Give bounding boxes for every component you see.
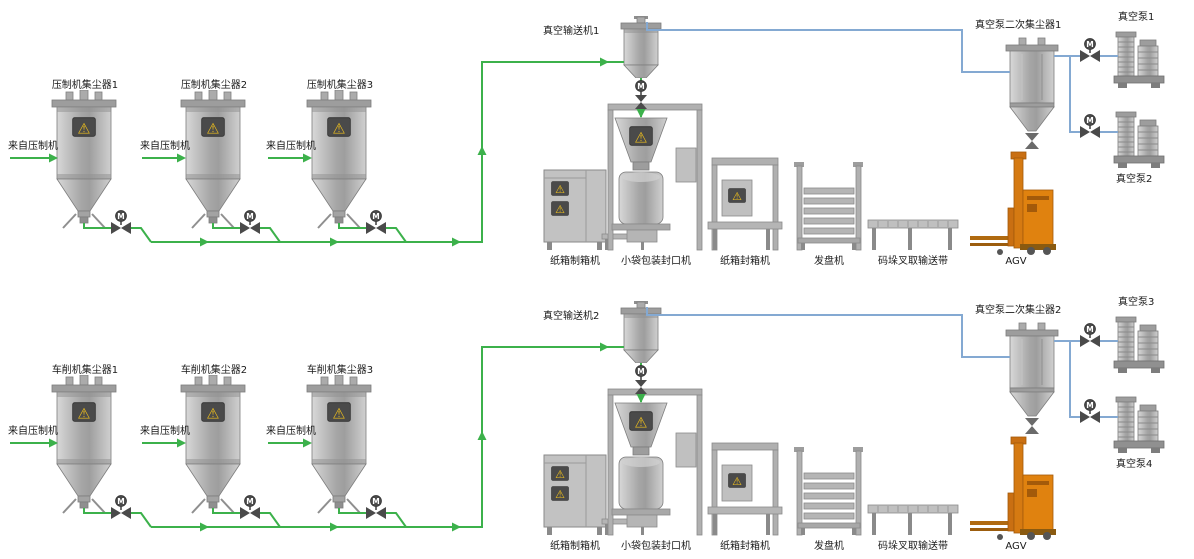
row2-equipment1-label: 纸箱制箱机 <box>550 541 600 552</box>
row2-equipment6-label: AGV <box>1005 541 1027 552</box>
row2-collector2-label: 车削机集尘器2 <box>180 365 248 376</box>
press-line-graphics <box>10 16 1164 255</box>
lathe-line-graphics <box>10 301 1164 540</box>
row2-feed3-label: 来自压制机 <box>266 426 316 437</box>
row1-equipment4-label: 发盘机 <box>814 256 844 267</box>
row2-equipment5-label: 码垛叉取输送带 <box>878 541 948 552</box>
row1-equipment2-label: 小袋包装封口机 <box>621 256 691 267</box>
row1-equipment3-label: 纸箱封箱机 <box>720 256 770 267</box>
row1-pump-top-label: 真空泵1 <box>1118 12 1155 23</box>
row2-feed2-label: 来自压制机 <box>140 426 190 437</box>
row2-vacuum-conveyor-label: 真空输送机2 <box>543 311 600 322</box>
row2-equipment2-label: 小袋包装封口机 <box>621 541 691 552</box>
row2-collector1-label: 车削机集尘器1 <box>51 365 119 376</box>
row1-equipment6-label: AGV <box>1005 256 1027 267</box>
row1-pump-bottom-label: 真空泵2 <box>1116 174 1153 185</box>
row1-secondary-collector-label: 真空泵二次集尘器1 <box>975 20 1062 31</box>
row2-equipment4-label: 发盘机 <box>814 541 844 552</box>
row1-vacuum-conveyor-label: 真空输送机1 <box>543 26 600 37</box>
row1-equipment5-label: 码垛叉取输送带 <box>878 256 948 267</box>
row1-collector2-label: 压制机集尘器2 <box>180 80 248 91</box>
row1-collector1-label: 压制机集尘器1 <box>51 80 119 91</box>
row2-equipment3-label: 纸箱封箱机 <box>720 541 770 552</box>
row1-feed3-label: 来自压制机 <box>266 141 316 152</box>
row2-feed1-label: 来自压制机 <box>8 426 58 437</box>
row1-equipment1-label: 纸箱制箱机 <box>550 256 600 267</box>
row2-pump-top-label: 真空泵3 <box>1118 297 1155 308</box>
row2-collector3-label: 车削机集尘器3 <box>306 365 374 376</box>
row2-secondary-collector-label: 真空泵二次集尘器2 <box>975 305 1062 316</box>
row1-feed2-label: 来自压制机 <box>140 141 190 152</box>
row1-collector3-label: 压制机集尘器3 <box>306 80 374 91</box>
row2-pump-bottom-label: 真空泵4 <box>1116 459 1153 470</box>
row1-feed1-label: 来自压制机 <box>8 141 58 152</box>
